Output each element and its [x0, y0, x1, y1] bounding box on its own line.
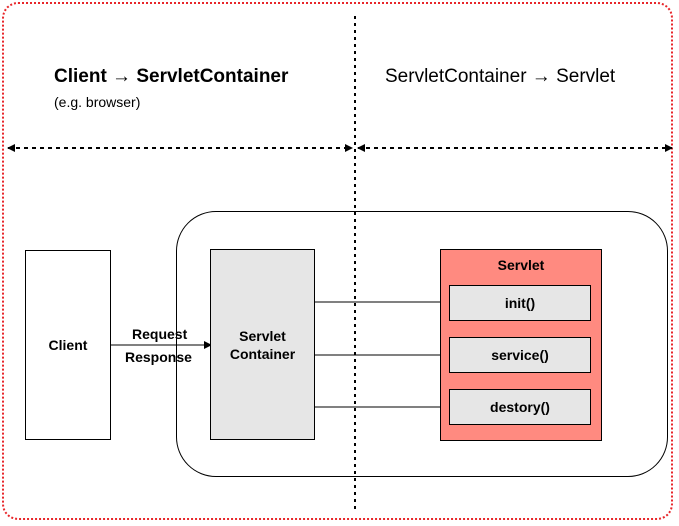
right-heading: ServletContainer → Servlet [385, 66, 616, 87]
left-subheading: (e.g. browser) [54, 94, 141, 110]
service-method-node: service() [449, 337, 591, 373]
servlet-label: Servlet [497, 257, 545, 273]
client-node: Client [25, 250, 111, 440]
response-label: Response [125, 349, 192, 365]
destory-method-node: destory() [449, 389, 591, 425]
servlet-container-node: Servlet Container [210, 249, 315, 440]
init-method-label: init() [504, 295, 536, 311]
outer-frame [2, 2, 673, 520]
destory-method-label: destory() [490, 399, 550, 415]
client-label: Client [48, 337, 88, 353]
container-boundary [176, 211, 668, 477]
service-method-label: service() [491, 347, 549, 363]
servlet-container-label: Servlet Container [229, 327, 296, 362]
request-label: Request [132, 326, 188, 342]
init-method-node: init() [449, 285, 591, 321]
left-heading: Client → ServletContainer [54, 66, 289, 87]
